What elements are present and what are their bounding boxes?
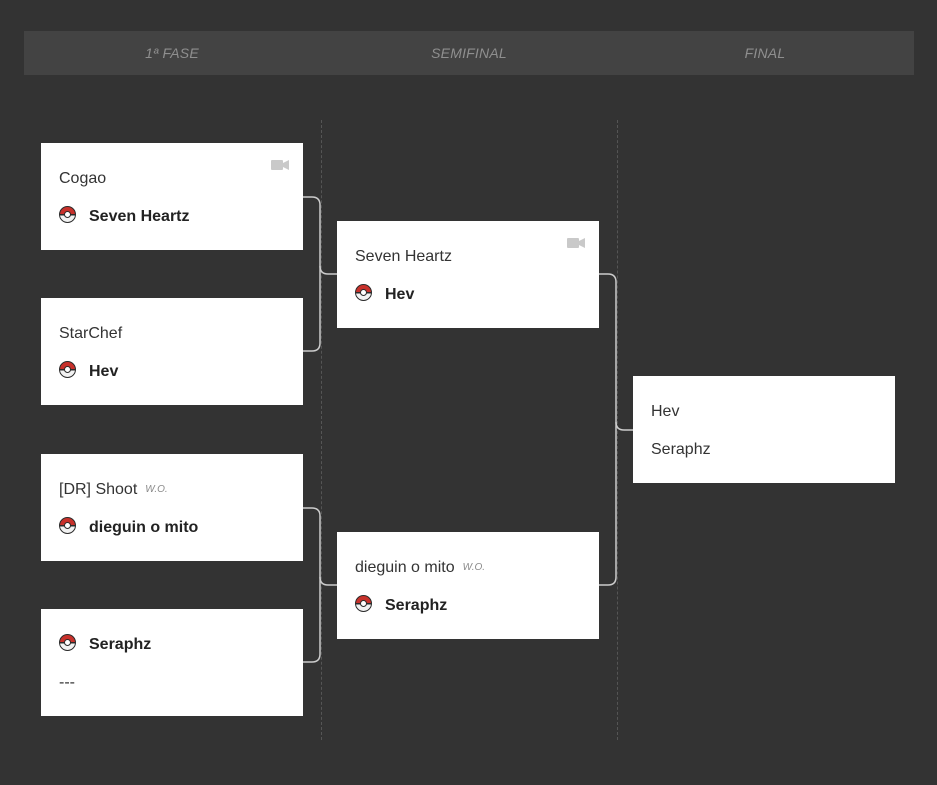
participant-slot: StarChef [59, 322, 122, 346]
participant-slot-winner: Hev [355, 283, 414, 307]
participant-name: Cogao [59, 170, 107, 187]
participant-slot-winner: Seven Heartz [59, 205, 190, 229]
connector-line [303, 507, 321, 663]
participant-name: Seraphz [385, 597, 448, 614]
participant-name: [DR] Shoot [59, 481, 138, 499]
participant-name: Hev [651, 403, 680, 420]
rounds-header: 1ª FASE SEMIFINAL FINAL [24, 31, 914, 75]
connector-line [615, 421, 633, 431]
connector-line [319, 265, 338, 275]
participant-name: StarChef [59, 325, 123, 342]
participant-slot: Hev [651, 400, 679, 424]
video-camera-icon[interactable] [271, 160, 289, 170]
pokeball-icon [59, 206, 76, 224]
match-card[interactable]: Seraphz --- [41, 609, 303, 716]
participant-slot-winner: dieguin o mito [59, 516, 198, 540]
match-card[interactable]: Cogao Seven Heartz [41, 143, 303, 250]
participant-slot: Cogao [59, 167, 106, 191]
participant-slot: Seraphz [651, 438, 711, 462]
match-card[interactable]: Seven Heartz Hev [337, 221, 599, 328]
participant-name: Seven Heartz [355, 248, 452, 265]
participant-name: dieguin o mito [89, 519, 199, 536]
match-card[interactable]: dieguin o mito W.O. Seraphz [337, 532, 599, 639]
match-card-final[interactable]: Hev Seraphz [633, 376, 895, 483]
round-label-semifinal: SEMIFINAL [431, 45, 507, 61]
participant-name: dieguin o mito [355, 559, 455, 577]
connector-line [303, 196, 321, 352]
pokeball-icon [59, 361, 76, 379]
match-card[interactable]: StarChef Hev [41, 298, 303, 405]
participant-slot: dieguin o mito W.O. [355, 556, 485, 580]
round-divider [617, 120, 618, 740]
participant-name: Hev [89, 363, 119, 380]
participant-slot: [DR] Shoot W.O. [59, 478, 168, 502]
round-divider [321, 120, 322, 740]
walkover-badge: W.O. [145, 484, 168, 495]
participant-slot-winner: Hev [59, 360, 118, 384]
pokeball-icon [355, 284, 372, 302]
round-label-first-phase: 1ª FASE [145, 45, 199, 61]
participant-name: Seraphz [651, 441, 711, 458]
participant-slot-empty: --- [59, 671, 75, 695]
connector-line [319, 576, 338, 586]
participant-slot-winner: Seraphz [355, 594, 447, 618]
match-card[interactable]: [DR] Shoot W.O. dieguin o mito [41, 454, 303, 561]
video-camera-icon[interactable] [567, 238, 585, 248]
pokeball-icon [59, 634, 76, 652]
pokeball-icon [355, 595, 372, 613]
participant-name: Hev [385, 286, 415, 303]
walkover-badge: W.O. [462, 562, 486, 573]
participant-name: Seven Heartz [89, 208, 190, 225]
pokeball-icon [59, 517, 76, 535]
connector-line [599, 273, 617, 586]
participant-name: --- [59, 674, 75, 691]
participant-slot: Seven Heartz [355, 245, 452, 269]
round-label-final: FINAL [744, 45, 786, 61]
participant-name: Seraphz [89, 636, 152, 653]
participant-slot-winner: Seraphz [59, 633, 151, 657]
